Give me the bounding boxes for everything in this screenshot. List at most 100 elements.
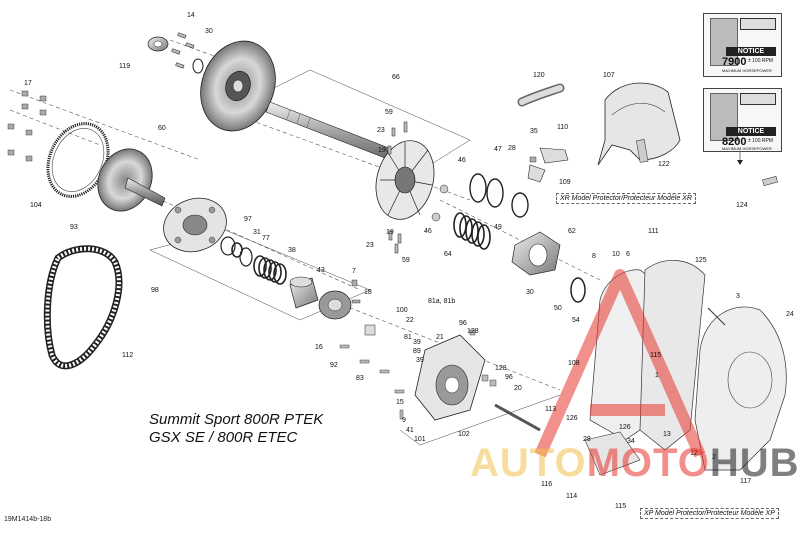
bolts-59-23-19 [387,121,408,254]
callout-8: 8 [592,253,596,260]
bracket-110 [527,147,569,183]
callout-64: 64 [444,251,452,258]
leader-boxes [149,69,561,446]
watermark-part-2: MOTO [586,441,710,485]
callout-102: 102 [458,431,470,438]
cam-62 [511,231,561,276]
callout-13: 13 [663,431,671,438]
notice-unit-1: ± 100 RPM [748,58,773,64]
callout-112: 112 [122,352,133,359]
callout-17: 17 [24,80,32,87]
callout-21: 21 [436,334,444,341]
rings-97-31-77 [220,236,253,267]
callout-28: 28 [508,145,516,152]
sleeve-43 [289,276,319,309]
callout-30: 30 [205,28,213,35]
bearing-119 [147,36,169,52]
callout-46b: 46 [424,228,432,235]
clip-3 [707,307,726,326]
callout-6: 6 [626,251,630,258]
callout-30b: 30 [526,289,534,296]
callout-77: 77 [262,235,270,242]
callout-12: 12 [690,450,698,457]
callout-126b: 126 [619,424,631,431]
callout-62: 62 [568,228,576,235]
callout-24: 24 [786,311,794,318]
model-title: Summit Sport 800R PTEK GSX SE / 800R ETE… [149,411,323,447]
callout-96: 96 [459,320,467,327]
callout-115b: 115 [615,503,626,510]
arrow-icon [737,160,743,165]
callout-119: 119 [119,63,130,70]
belt-guard-107 [597,82,681,166]
notice-rpm-1: 7900 [722,56,747,68]
callout-124: 124 [736,202,748,209]
callout-19b: 19 [386,229,394,236]
model-line-1: Summit Sport 800R PTEK [149,411,324,428]
callout-104: 104 [30,202,42,209]
callout-39b: 39 [416,357,424,364]
callout-59b: 59 [402,257,410,264]
xr-caption: XR Model Protector/Protecteur Modèle XR [556,193,696,204]
callout-109: 109 [559,179,571,186]
block-100 [364,324,376,336]
callout-116: 116 [541,481,552,488]
callout-49: 49 [494,224,502,231]
notice-card-1: NOTICE 7900 ± 100 RPM MAXIMUM HORSEPOWER [703,13,782,77]
notice-unit-2: ± 100 RPM [748,138,773,144]
notice-sub-2: MAXIMUM HORSEPOWER [722,146,772,151]
callout-117: 117 [740,478,751,485]
callout-122: 122 [658,161,670,168]
watermark-part-1: AUTO [470,441,587,485]
callout-2: 2 [712,454,716,461]
callout-34: 34 [627,438,635,445]
watermark-part-3: HUB [709,441,800,485]
callout-23b: 23 [366,242,374,249]
callout-38: 38 [288,247,296,254]
protector-117 [694,306,787,471]
callout-46a: 46 [458,157,466,164]
bushing-46b [431,212,441,222]
watermark-text: AUTOMOTOHUB [470,441,800,486]
sheave-93 [97,148,166,212]
callout-54: 54 [572,317,580,324]
callout-47: 47 [494,146,502,153]
ring-50 [570,277,586,303]
callout-28b: 28 [583,436,591,443]
callout-3: 3 [736,293,740,300]
callout-81a: 81a, 81b [428,298,455,305]
ring-30 [192,58,204,74]
callout-111: 111 [648,228,659,235]
callout-125: 125 [695,257,707,264]
callout-23: 23 [377,127,385,134]
bolts-17 [7,90,47,162]
callout-14: 14 [187,12,195,19]
callout-128b: 128 [495,365,507,372]
spring-64 [453,212,491,250]
notice-card-2: NOTICE 8200 ± 100 RPM MAXIMUM HORSEPOWER [703,88,782,152]
callout-113: 113 [545,406,556,413]
callout-115a: 115 [650,352,661,359]
small-hardware [339,329,497,420]
callout-98: 98 [151,287,159,294]
drive-belt-112 [43,245,123,370]
drive-pulley-98 [163,197,227,253]
callout-100: 100 [396,307,408,314]
callout-50: 50 [554,305,562,312]
callout-39a: 39 [413,339,421,346]
driven-sheave [375,140,435,220]
reference-code: 19M1414b-18b [4,516,52,523]
label-124 [762,175,778,187]
callout-18: 18 [364,289,372,296]
callout-97: 97 [244,216,252,223]
notice-sub-1: MAXIMUM HORSEPOWER [722,68,772,73]
callout-16: 16 [315,344,323,351]
callout-9: 9 [402,417,406,424]
xp-caption: XP Model Protector/Protecteur Modèle XP [640,508,779,519]
callout-15: 15 [396,399,404,406]
bolts-14 [171,32,195,69]
callout-96b: 96 [505,374,513,381]
model-line-2: GSX SE / 800R ETEC [149,429,298,446]
callout-labels: 14 30 119 60 17 104 93 66 59 23 19 46 46… [24,12,794,510]
